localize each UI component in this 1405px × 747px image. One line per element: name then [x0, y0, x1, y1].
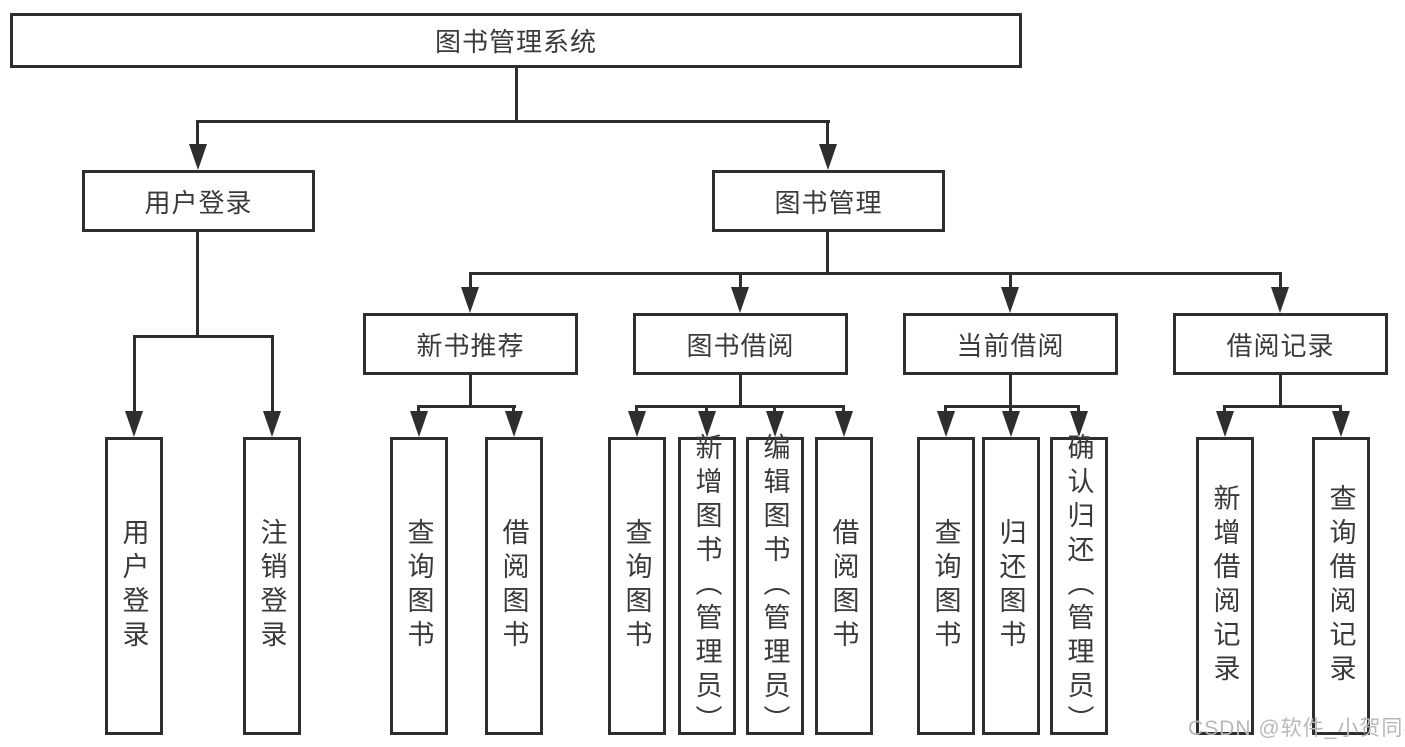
connector-drop-leaf-logout — [271, 335, 274, 413]
connector-drop-nb-borrow — [512, 405, 515, 413]
node-new-book-rec: 新书推荐 — [363, 313, 578, 375]
node-leaf-logout: 注销登录 — [243, 437, 301, 735]
arrowhead-leaf-logout — [263, 411, 281, 437]
arrowhead-borrow-records — [1271, 287, 1289, 313]
node-leaf-nb-query-book: 查询图书 — [390, 437, 448, 735]
node-leaf-rec-add-label: 新增借阅记录 — [1209, 484, 1240, 688]
arrowhead-rec-query — [1332, 411, 1350, 437]
node-leaf-nb-borrow-book: 借阅图书 — [485, 437, 543, 735]
node-leaf-cb-query-book-label: 查询图书 — [930, 518, 961, 654]
arrowhead-user-login — [189, 144, 207, 170]
connector-drop-leaf-user-login — [133, 335, 136, 413]
connector-drop-rec-query — [1339, 405, 1342, 413]
arrowhead-bb-query — [628, 411, 646, 437]
connector-drop-bb-borrow — [842, 405, 845, 413]
arrowhead-rec-add — [1216, 411, 1234, 437]
node-leaf-bb-query-book-label: 查询图书 — [621, 518, 652, 654]
node-leaf-bb-borrow-book: 借阅图书 — [815, 437, 873, 735]
node-leaf-cb-confirm-return: 确认归还（管理员） — [1050, 433, 1108, 739]
node-book-management-label: 图书管理 — [774, 187, 883, 218]
node-library-system: 图书管理系统 — [10, 13, 1022, 68]
connector-borrow-records-stem — [1279, 375, 1282, 408]
connector-book-management-stem — [826, 232, 829, 275]
arrowhead-nb-borrow — [505, 411, 523, 437]
arrowhead-book-borrow — [731, 287, 749, 313]
node-leaf-rec-add: 新增借阅记录 — [1196, 437, 1254, 735]
node-leaf-bb-add-book: 新增图书（管理员） — [678, 433, 736, 739]
connector-user-login-stem — [196, 232, 199, 338]
node-leaf-bb-borrow-book-label: 借阅图书 — [828, 518, 859, 654]
connector-user-login-branch — [133, 335, 274, 338]
connector-current-borrow-stem — [1009, 375, 1012, 408]
node-new-book-rec-label: 新书推荐 — [416, 330, 525, 361]
connector-drop-current-borrow — [1009, 272, 1012, 290]
connector-new-book-rec-branch — [417, 405, 516, 408]
arrowhead-leaf-user-login — [125, 411, 143, 437]
arrowhead-new-book-rec — [461, 287, 479, 313]
node-user-login: 用户登录 — [82, 170, 315, 232]
node-leaf-logout-label: 注销登录 — [256, 518, 287, 654]
connector-drop-bb-edit — [773, 405, 776, 413]
node-leaf-cb-return-book-label: 归还图书 — [995, 518, 1026, 654]
arrowhead-bb-edit — [766, 411, 784, 437]
connector-book-borrow-stem — [739, 375, 742, 408]
node-leaf-user-login-label: 用户登录 — [118, 518, 149, 654]
connector-level3-branch — [469, 272, 1281, 275]
arrowhead-nb-query — [410, 411, 428, 437]
connector-drop-book-management — [826, 120, 829, 148]
node-leaf-rec-query: 查询借阅记录 — [1312, 437, 1370, 735]
node-leaf-bb-query-book: 查询图书 — [608, 437, 666, 735]
connector-drop-bb-query — [635, 405, 638, 413]
connector-new-book-rec-stem — [469, 375, 472, 408]
connector-current-borrow-branch — [944, 405, 1080, 408]
node-library-system-label: 图书管理系统 — [434, 27, 597, 57]
node-borrow-records: 借阅记录 — [1173, 313, 1388, 375]
node-book-borrow-label: 图书借阅 — [686, 330, 795, 361]
arrowhead-book-management — [819, 144, 837, 170]
node-leaf-bb-edit-book: 编辑图书（管理员） — [746, 433, 804, 739]
connector-drop-cb-query — [944, 405, 947, 413]
arrowhead-current-borrow — [1001, 287, 1019, 313]
node-leaf-bb-add-book-label: 新增图书（管理员） — [691, 433, 722, 739]
connector-level2-branch — [196, 120, 830, 123]
connector-drop-nb-query — [417, 405, 420, 413]
connector-drop-book-borrow — [739, 272, 742, 290]
node-leaf-cb-confirm-return-label: 确认归还（管理员） — [1063, 433, 1094, 739]
node-current-borrow-label: 当前借阅 — [956, 330, 1065, 361]
connector-borrow-records-branch — [1223, 405, 1342, 408]
node-leaf-nb-borrow-book-label: 借阅图书 — [498, 518, 529, 654]
node-leaf-bb-edit-book-label: 编辑图书（管理员） — [759, 433, 790, 739]
connector-root-stem — [515, 68, 518, 123]
node-user-login-label: 用户登录 — [144, 187, 253, 218]
arrowhead-cb-confirm — [1070, 411, 1088, 437]
arrowhead-bb-borrow — [835, 411, 853, 437]
connector-drop-borrow-records — [1279, 272, 1282, 290]
node-leaf-user-login: 用户登录 — [105, 437, 163, 735]
csdn-watermark: CSDN @软件_小贺同学 — [1188, 717, 1405, 740]
arrowhead-bb-add — [698, 411, 716, 437]
connector-drop-user-login — [196, 120, 199, 148]
connector-book-borrow-branch — [635, 405, 845, 408]
node-book-management: 图书管理 — [712, 170, 945, 232]
arrowhead-cb-return — [1002, 411, 1020, 437]
node-leaf-rec-query-label: 查询借阅记录 — [1325, 484, 1356, 688]
connector-drop-rec-add — [1223, 405, 1226, 413]
node-leaf-cb-return-book: 归还图书 — [982, 437, 1040, 735]
connector-drop-cb-confirm — [1077, 405, 1080, 413]
node-current-borrow: 当前借阅 — [903, 313, 1118, 375]
connector-drop-cb-return — [1009, 405, 1012, 413]
connector-drop-new-book-rec — [469, 272, 472, 290]
node-book-borrow: 图书借阅 — [633, 313, 848, 375]
node-borrow-records-label: 借阅记录 — [1226, 330, 1335, 361]
node-leaf-cb-query-book: 查询图书 — [917, 437, 975, 735]
arrowhead-cb-query — [937, 411, 955, 437]
connector-drop-bb-add — [705, 405, 708, 413]
node-leaf-nb-query-book-label: 查询图书 — [403, 518, 434, 654]
